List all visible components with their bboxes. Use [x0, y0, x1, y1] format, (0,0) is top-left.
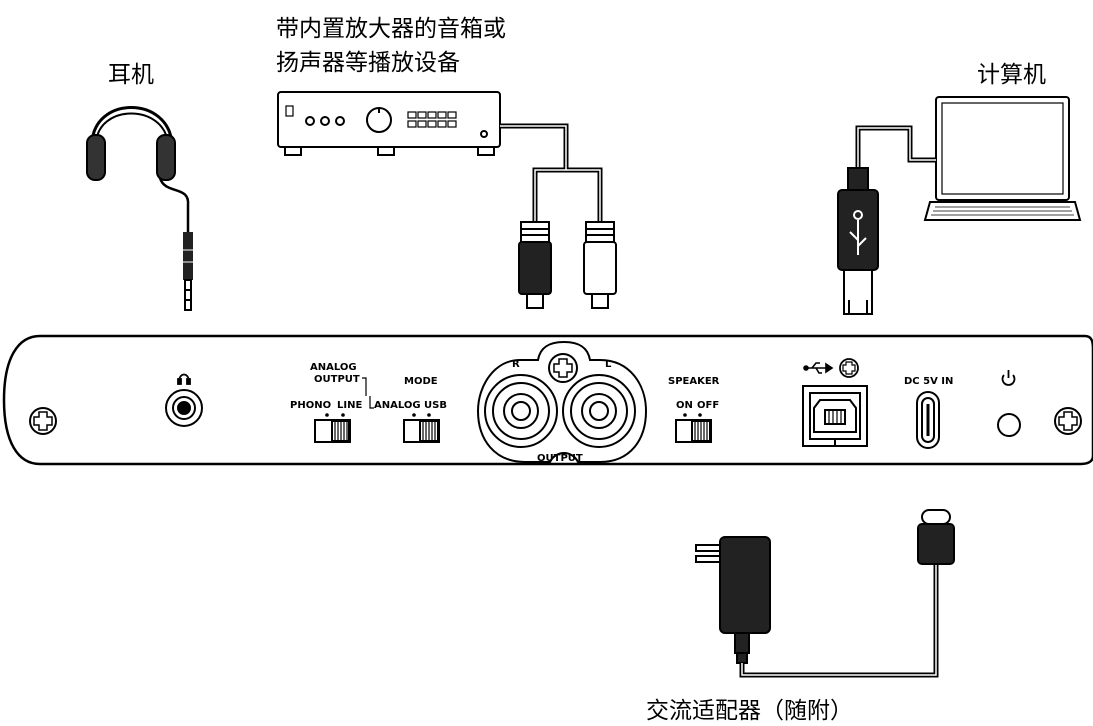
output-l-label: L [605, 359, 612, 370]
headphone-symbol-icon [177, 373, 191, 385]
usb-plug [837, 167, 879, 315]
speaker-off-dot [698, 413, 702, 417]
output-jack-right[interactable] [484, 374, 558, 448]
usb-dot [427, 413, 431, 417]
speaker-label-line1: 带内置放大器的音箱或 [276, 16, 506, 42]
power-icon [1001, 370, 1016, 386]
mode-bracket [369, 396, 374, 409]
usb-symbol-icon [803, 362, 834, 374]
headphone-jack[interactable] [165, 389, 203, 427]
screw-icon [29, 407, 57, 435]
adapter-cable [739, 565, 939, 678]
dc-in-label: DC 5V IN [904, 376, 953, 387]
usb-c-plug [917, 509, 955, 565]
adapter-label: 交流适配器（随附） [646, 698, 853, 724]
analog-label: ANALOG [374, 400, 421, 411]
speaker-on-dot [683, 413, 687, 417]
ac-adapter-illustration [695, 536, 771, 664]
rca-plug-right [518, 221, 552, 309]
line-dot [341, 413, 345, 417]
screw-icon [1054, 407, 1082, 435]
usb-c-power-port[interactable] [916, 391, 940, 449]
mode-label: MODE [404, 376, 438, 387]
speaker-on-label: ON [676, 400, 693, 411]
power-button[interactable] [997, 413, 1021, 437]
analog-output-bracket [362, 377, 367, 396]
speaker-off-label: OFF [697, 400, 719, 411]
phono-label: PHONO [290, 400, 331, 411]
output-jack-left[interactable] [562, 374, 636, 448]
laptop-illustration [923, 96, 1082, 221]
analog-output-label-2: OUTPUT [314, 374, 360, 385]
amplifier-illustration [277, 91, 501, 156]
output-label: OUTPUT [537, 453, 583, 464]
rca-cables [500, 123, 603, 222]
usb-label: USB [424, 400, 447, 411]
computer-label: 计算机 [977, 62, 1046, 88]
screw-icon [839, 358, 859, 378]
output-r-label: R [512, 359, 520, 370]
screw-icon [548, 353, 578, 383]
speaker-switch[interactable] [675, 419, 712, 443]
rca-plug-left [583, 221, 617, 309]
headphones-label: 耳机 [108, 62, 154, 88]
output-jack-area [476, 340, 648, 463]
usb-b-port[interactable] [802, 385, 868, 447]
analog-dot [412, 413, 416, 417]
speaker-label: SPEAKER [668, 376, 720, 387]
line-label: LINE [337, 400, 362, 411]
usb-cable [855, 125, 936, 170]
speaker-label-line2: 扬声器等播放设备 [276, 50, 460, 76]
analog-output-switch[interactable] [314, 419, 351, 443]
mode-switch[interactable] [403, 419, 440, 443]
analog-output-label-1: ANALOG [310, 362, 357, 373]
phono-dot [325, 413, 329, 417]
headphones-illustration [86, 106, 193, 311]
